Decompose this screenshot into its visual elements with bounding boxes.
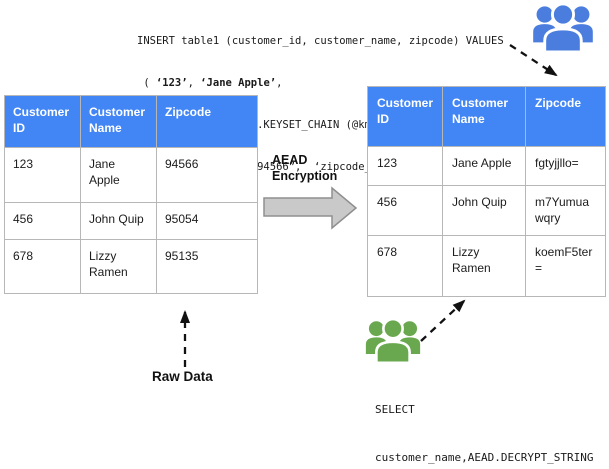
table-cell: 95054: [156, 202, 258, 240]
code-text: ,: [276, 77, 283, 89]
column-header-zipcode: Zipcode: [156, 95, 258, 148]
code-text: SELECT: [375, 403, 415, 416]
table-row: 678 Lizzy Ramen 95135: [4, 239, 258, 294]
table-cell: 678: [4, 239, 81, 294]
code-literal-name: ‘Jane Apple’: [200, 77, 277, 89]
column-header-customer-name: Customer Name: [442, 86, 526, 147]
table-cell: m7Yumuawqry: [525, 184, 606, 237]
table-cell: fgtyjjllo=: [525, 146, 606, 186]
table-cell: koemF5ter=: [525, 235, 606, 298]
table-row: 123 Jane Apple fgtyjjllo=: [367, 146, 606, 186]
code-text: ,: [187, 77, 201, 89]
table-cell: 456: [4, 202, 81, 240]
table-header-row: Customer ID Customer Name Zipcode: [367, 86, 606, 147]
table-row: 678 Lizzy Ramen koemF5ter=: [367, 235, 606, 298]
dashed-arrow-select: [420, 299, 466, 342]
code-line-1: INSERT table1 (customer_id, customer_nam…: [137, 34, 504, 48]
encrypted-data-table: Customer ID Customer Name Zipcode 123 Ja…: [367, 86, 606, 298]
column-header-customer-name: Customer Name: [80, 95, 157, 148]
table-cell: 456: [367, 184, 443, 237]
code-text: INSERT table1 (customer_id, customer_nam…: [137, 35, 504, 47]
column-header-zipcode: Zipcode: [525, 86, 606, 147]
code-literal-id: ‘123’: [155, 77, 188, 89]
code-text: customer_name,AEAD.DECRYPT_STRING: [375, 451, 594, 464]
table-cell: 94566: [156, 147, 258, 203]
table-cell: Lizzy Ramen: [80, 239, 157, 294]
table-cell: 123: [4, 147, 81, 203]
table-row: 456 John Quip m7Yumuawqry: [367, 184, 606, 237]
select-sql-code: SELECT customer_name,AEAD.DECRYPT_STRING…: [375, 370, 594, 469]
table-cell: John Quip: [80, 202, 157, 240]
code-line-2: customer_name,AEAD.DECRYPT_STRING: [375, 450, 594, 466]
table-cell: John Quip: [442, 184, 526, 237]
table-cell: Lizzy Ramen: [442, 235, 526, 298]
table-cell: 123: [367, 146, 443, 186]
code-text: (: [137, 77, 156, 89]
column-header-customer-id: Customer ID: [4, 95, 81, 148]
table-cell: 678: [367, 235, 443, 298]
raw-data-table: Customer ID Customer Name Zipcode 123 Ja…: [4, 95, 258, 294]
table-row: 456 John Quip 95054: [4, 202, 258, 240]
table-row: 123 Jane Apple 94566: [4, 147, 258, 203]
code-line-1: SELECT: [375, 402, 594, 418]
table-cell: 95135: [156, 239, 258, 294]
raw-data-label: Raw Data: [152, 369, 213, 384]
table-header-row: Customer ID Customer Name Zipcode: [4, 95, 258, 148]
table-cell: Jane Apple: [442, 146, 526, 186]
table-cell: Jane Apple: [80, 147, 157, 203]
aead-encryption-label: AEAD Encryption: [272, 153, 338, 183]
code-line-2: ( ‘123’, ‘Jane Apple’,: [137, 76, 504, 90]
column-header-customer-id: Customer ID: [367, 86, 443, 147]
users-blue-icon: [533, 2, 593, 52]
users-green-icon: [365, 317, 421, 363]
